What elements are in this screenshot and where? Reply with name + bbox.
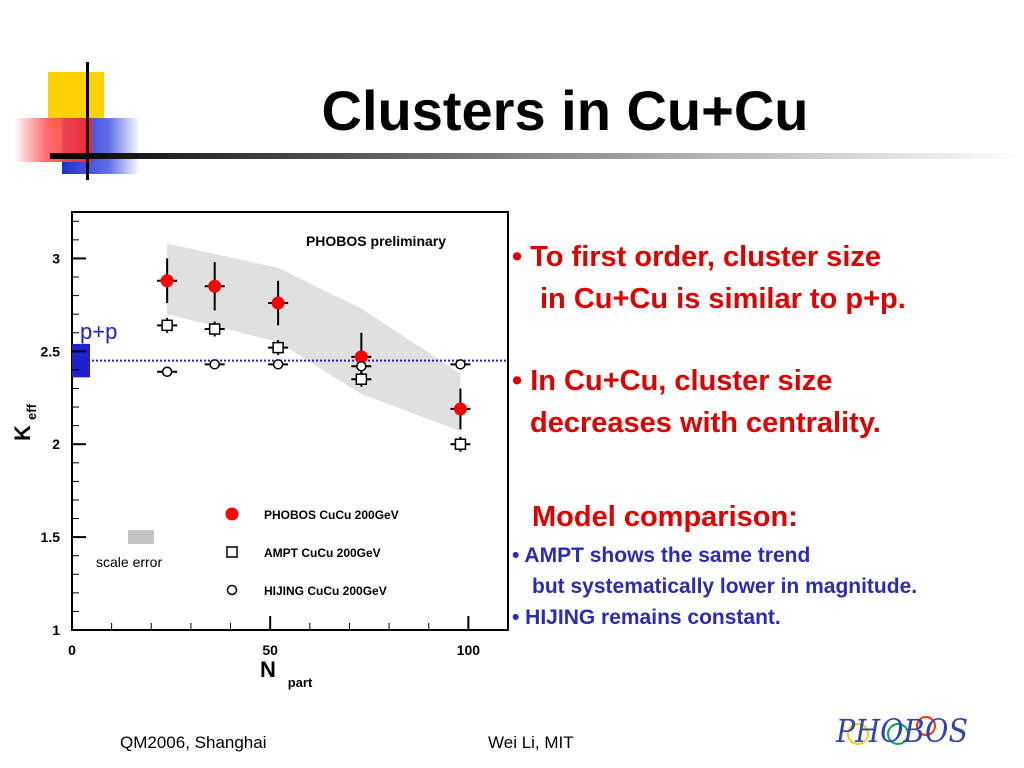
legend-marker-hijing	[226, 584, 238, 596]
phobos-point-3	[354, 350, 368, 364]
hijing-point-4	[455, 359, 466, 370]
x-axis-label-sub: part	[288, 675, 313, 690]
ampt-point-2	[272, 341, 284, 354]
ampt-point-0	[161, 319, 173, 332]
y-tick-label-2: 2	[52, 436, 60, 452]
phobos-point-1	[208, 279, 222, 293]
ampt-point-3	[355, 373, 368, 385]
legend-label-1: AMPT CuCu 200GeV	[264, 546, 381, 560]
legend-marker-phobos	[225, 507, 239, 521]
hijing-point-1	[209, 359, 220, 370]
systematic-band	[167, 243, 461, 432]
bullet-list: • To first order, cluster size in Cu+Cu …	[512, 236, 1022, 633]
title-underline	[50, 153, 1024, 159]
x-axis-label: N	[260, 657, 276, 682]
x-tick-label-2: 100	[457, 642, 481, 658]
model-bullet-2-line-1: • HIJING remains constant.	[512, 606, 781, 629]
scale-error-box	[128, 530, 154, 544]
model-bullet-1-line-2: but systematically lower in magnitude.	[532, 575, 918, 598]
pp-reference-box	[72, 343, 90, 378]
logo-ring-2	[887, 723, 909, 745]
legend-label-2: HIJING CuCu 200GeV	[264, 584, 387, 598]
y-tick-label-4: 3	[52, 250, 60, 266]
y-tick-label-1: 1.5	[41, 529, 61, 545]
legend-marker-ampt	[226, 546, 238, 558]
pp-label: p+p	[80, 319, 117, 344]
footer-author: Wei Li, MIT	[488, 733, 574, 752]
phobos-logo: PHOBOS	[835, 712, 968, 750]
bullet-2-line-1: • In Cu+Cu, cluster size	[512, 365, 833, 397]
hijing-point-3	[356, 360, 367, 372]
bullet-1-line-1: • To first order, cluster size	[512, 241, 881, 273]
y-tick-label-3: 2.5	[41, 343, 61, 359]
y-axis-label-sub: eff	[24, 403, 39, 420]
phobos-point-0	[160, 274, 174, 288]
model-bullet-1-line-1: • AMPT shows the same trend	[512, 544, 811, 567]
chart-title: PHOBOS preliminary	[306, 233, 446, 249]
hijing-point-0	[161, 366, 173, 378]
bullet-2-line-2: decreases with centrality.	[530, 407, 881, 439]
x-tick-label-1: 50	[262, 642, 278, 658]
phobos-point-2	[271, 296, 285, 310]
ampt-point-4	[454, 438, 467, 450]
ampt-point-1	[208, 323, 221, 335]
x-tick-label-0: 0	[68, 642, 76, 658]
logo-ring-1	[847, 723, 869, 745]
footer-conference: QM2006, Shanghai	[120, 733, 267, 752]
logo-ring-3	[916, 716, 936, 736]
legend-label-0: PHOBOS CuCu 200GeV	[264, 508, 399, 522]
slide-title: Clusters in Cu+Cu	[321, 79, 809, 142]
keff-chart: PHOBOS preliminary 1 1.5 2 2.5 3 0 50 100 PHOBO…	[10, 211, 509, 690]
scale-error-label: scale error	[96, 554, 162, 570]
deco-vertical-line	[86, 62, 89, 180]
y-axis-label: K	[10, 425, 35, 441]
logo-text: PHOBOS	[835, 712, 968, 750]
bullet-1-line-2: in Cu+Cu is similar to p+p.	[540, 283, 906, 315]
model-comparison-header: Model comparison:	[532, 501, 798, 533]
phobos-point-4	[453, 402, 467, 416]
hijing-point-2	[272, 359, 284, 370]
y-tick-label-0: 1	[52, 622, 60, 638]
